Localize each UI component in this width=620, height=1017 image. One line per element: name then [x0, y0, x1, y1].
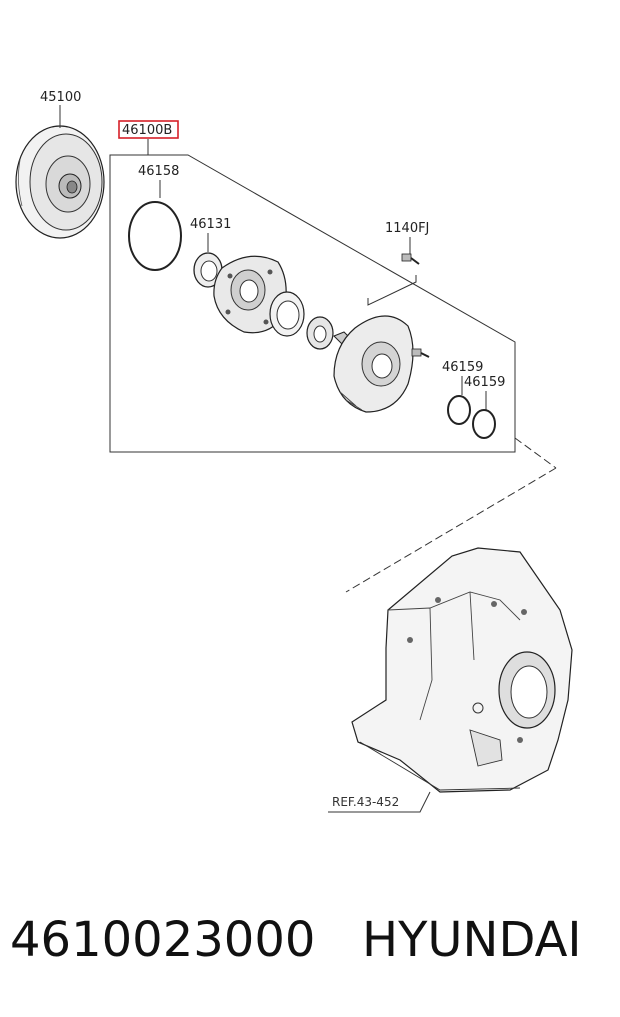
- dashed-link-right: [514, 437, 557, 469]
- label-46159-a[interactable]: 46159: [442, 360, 483, 375]
- label-45100[interactable]: 45100: [40, 90, 81, 105]
- label-1140fj[interactable]: 1140FJ: [385, 221, 429, 236]
- label-46131[interactable]: 46131: [190, 217, 231, 232]
- bolt-small[interactable]: [411, 348, 430, 358]
- pump-cover[interactable]: [213, 255, 287, 334]
- bolt-reference-line: [367, 275, 417, 306]
- label-46159-b[interactable]: 46159: [464, 375, 505, 390]
- label-46158[interactable]: 46158: [138, 164, 179, 179]
- label-ref[interactable]: REF.43-452: [332, 795, 399, 809]
- transmission-case[interactable]: [351, 547, 573, 793]
- outer-gear[interactable]: [269, 291, 305, 337]
- label-46100b[interactable]: 46100B: [122, 123, 172, 138]
- dashed-link-diagonal: [345, 467, 557, 593]
- brand-name: HYUNDAI: [362, 912, 582, 968]
- seal-ring-1[interactable]: [447, 395, 471, 425]
- bolt[interactable]: [401, 253, 420, 265]
- seal-ring-2[interactable]: [472, 409, 496, 439]
- assembly-frame: [109, 154, 516, 453]
- o-ring[interactable]: [128, 201, 182, 271]
- leader-ref: [328, 791, 431, 813]
- pump-housing[interactable]: [333, 315, 414, 413]
- highlight-box: [118, 120, 179, 139]
- part-number: 4610023000: [10, 912, 316, 968]
- torque-converter[interactable]: [15, 125, 105, 239]
- inner-gear[interactable]: [306, 316, 334, 350]
